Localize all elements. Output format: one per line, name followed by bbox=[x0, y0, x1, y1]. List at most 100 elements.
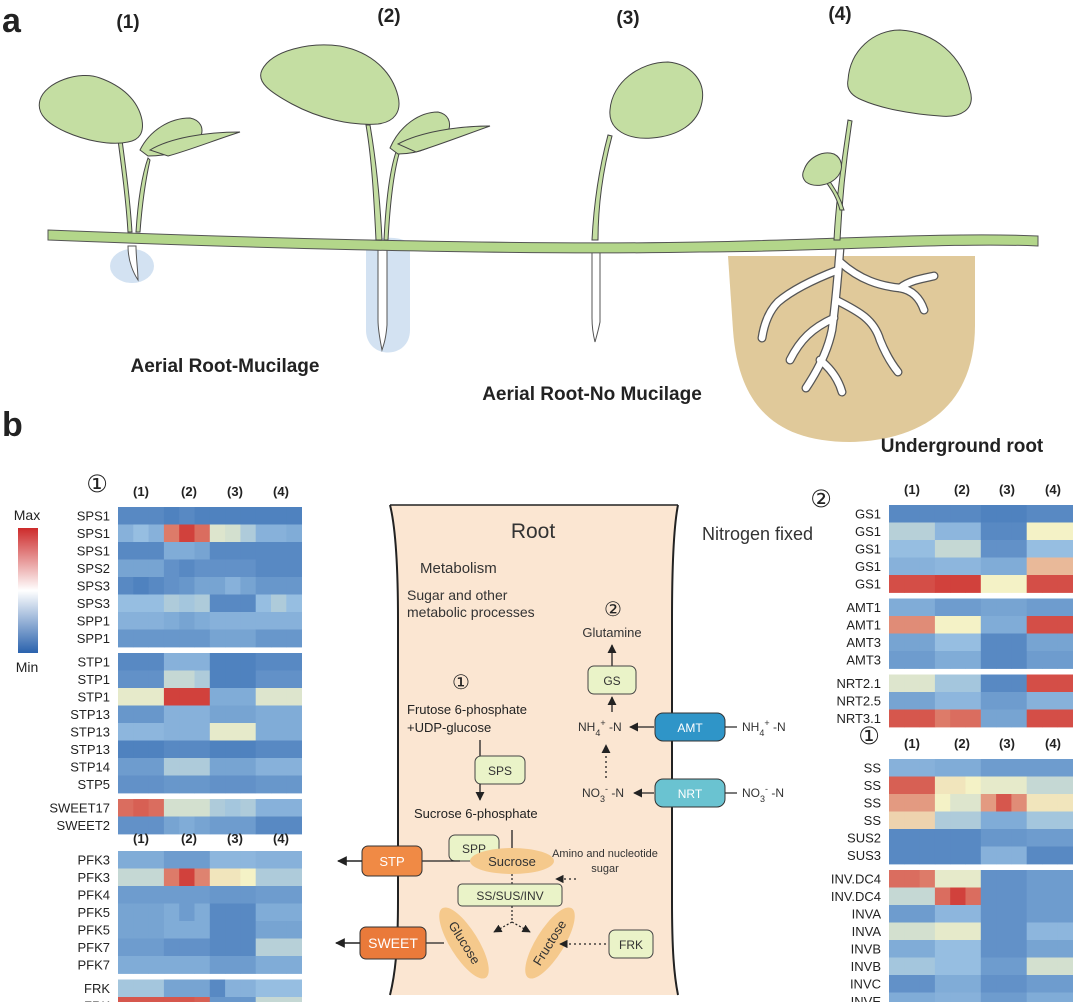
heatmap-cell bbox=[934, 905, 951, 923]
heatmap-cell bbox=[271, 956, 287, 974]
nitrogen-marker: ② bbox=[604, 599, 622, 621]
heatmap-cell bbox=[148, 997, 165, 1002]
root-cell-wall-left bbox=[389, 504, 399, 996]
root-title: Root bbox=[511, 520, 556, 543]
heatmap-row-label: SUS3 bbox=[847, 848, 881, 863]
heatmap-cell bbox=[950, 651, 966, 669]
heatmap-cell bbox=[118, 524, 134, 543]
heatmap-row-label: SPS3 bbox=[77, 596, 110, 611]
heatmap-cell bbox=[919, 940, 936, 958]
heatmap-cell bbox=[1026, 540, 1043, 558]
heatmap-cell bbox=[980, 692, 997, 710]
heatmap-cell bbox=[148, 799, 165, 817]
heatmap-cell bbox=[194, 723, 211, 741]
heatmap-cell bbox=[255, 903, 272, 922]
heatmap-cell bbox=[194, 740, 211, 759]
heatmap-cell bbox=[271, 816, 287, 835]
heatmap-cell bbox=[240, 577, 257, 595]
heatmap-cell bbox=[118, 921, 134, 939]
heatmap-cell bbox=[163, 577, 180, 595]
heatmap-cell bbox=[965, 692, 982, 710]
heatmap-cell bbox=[1057, 846, 1073, 865]
heatmap-cell bbox=[271, 903, 287, 922]
heatmap-cell bbox=[904, 992, 920, 1002]
heatmap-cell bbox=[1042, 811, 1058, 830]
heatmap-cell bbox=[271, 775, 287, 794]
heatmap-cell bbox=[240, 886, 257, 904]
heatmap-cell bbox=[1042, 940, 1058, 958]
heatmap-cell bbox=[286, 507, 302, 525]
right-bottom-col-header-4: (4) bbox=[1045, 736, 1061, 751]
heatmap-cell bbox=[996, 975, 1012, 993]
heatmap-cell bbox=[286, 542, 302, 560]
heatmap-row-label: GS1 bbox=[855, 507, 881, 522]
heatmap-cell bbox=[965, 522, 982, 541]
heatmap-cell bbox=[194, 705, 211, 724]
heatmap-cell bbox=[934, 709, 951, 728]
heatmap-cell bbox=[1057, 540, 1073, 558]
heatmap-cell bbox=[1057, 633, 1073, 652]
heatmap-cell bbox=[965, 922, 982, 941]
heatmap-cell bbox=[225, 956, 241, 974]
heatmap-cell bbox=[209, 612, 226, 630]
heatmap-row-label: STP13 bbox=[70, 725, 110, 740]
heatmap-cell bbox=[179, 629, 195, 648]
heatmap-cell bbox=[1042, 557, 1058, 576]
heatmap-cell bbox=[1057, 759, 1073, 777]
heatmap-cell bbox=[965, 598, 982, 617]
heatmap-cell bbox=[904, 905, 920, 923]
heatmap-row-label: STP14 bbox=[70, 760, 110, 775]
heatmap-cell bbox=[240, 758, 257, 776]
heatmap-row-label: INV.DC4 bbox=[831, 872, 881, 887]
heatmap-cell bbox=[271, 542, 287, 560]
heatmap-cell bbox=[163, 740, 180, 759]
heatmap-cell bbox=[1042, 633, 1058, 652]
heatmap-cell bbox=[965, 829, 982, 847]
heatmap-cell bbox=[179, 653, 195, 671]
heatmap-cell bbox=[919, 957, 936, 976]
heatmap-cell bbox=[148, 851, 165, 869]
heatmap-cell bbox=[1011, 975, 1028, 993]
right-bottom-col-header-3: (3) bbox=[999, 736, 1015, 751]
heatmap-cell bbox=[240, 775, 257, 794]
heatmap-cell bbox=[286, 816, 302, 835]
heatmap-cell bbox=[179, 577, 195, 595]
heatmap-cell bbox=[163, 653, 180, 671]
heatmap-cell bbox=[271, 938, 287, 957]
heatmap-cell bbox=[179, 723, 195, 741]
heatmap-cell bbox=[194, 612, 211, 630]
heatmap-left-top: SPS1SPS1SPS1SPS2SPS3SPS3SPP1SPP1STP1STP1… bbox=[49, 507, 302, 835]
heatmap-cell bbox=[240, 559, 257, 578]
heatmap-cell bbox=[209, 688, 226, 706]
heatmap-cell bbox=[1057, 505, 1073, 523]
heatmap-cell bbox=[1026, 887, 1043, 906]
heatmap-cell bbox=[179, 507, 195, 525]
heatmap-cell bbox=[118, 775, 134, 794]
heatmap-cell bbox=[1026, 557, 1043, 576]
heatmap-cell bbox=[209, 524, 226, 543]
heatmap-cell bbox=[889, 846, 905, 865]
heatmap-cell bbox=[889, 674, 905, 693]
heatmap-cell bbox=[271, 997, 287, 1002]
heatmap-cell bbox=[209, 705, 226, 724]
heatmap-cell bbox=[118, 799, 134, 817]
heatmap-cell bbox=[255, 997, 272, 1002]
heatmap-cell bbox=[1042, 759, 1058, 777]
heatmap-cell bbox=[163, 997, 180, 1002]
heatmap-cell bbox=[1026, 776, 1043, 795]
heatmap-cell bbox=[163, 956, 180, 974]
heatmap-cell bbox=[255, 921, 272, 939]
heatmap-cell bbox=[163, 816, 180, 835]
heatmap-cell bbox=[980, 651, 997, 669]
heatmap-cell bbox=[179, 979, 195, 998]
heatmap-cell bbox=[194, 629, 211, 648]
heatmap-row-label: GS1 bbox=[855, 559, 881, 574]
heatmap-cell bbox=[118, 653, 134, 671]
heatmap-cell bbox=[163, 851, 180, 869]
heatmap-cell bbox=[148, 688, 165, 706]
heatmap-cell bbox=[1011, 887, 1028, 906]
heatmap-cell bbox=[980, 633, 997, 652]
heatmap-cell bbox=[194, 799, 211, 817]
heatmap-cell bbox=[950, 598, 966, 617]
heatmap-cell bbox=[240, 507, 257, 525]
